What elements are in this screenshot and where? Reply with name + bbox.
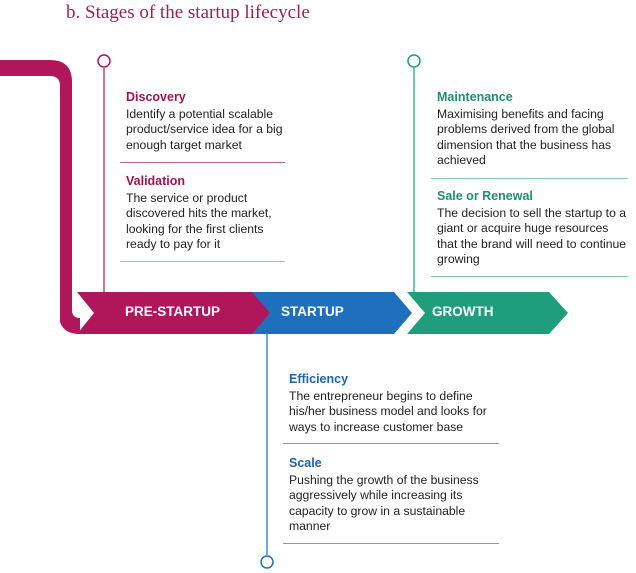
stage-label-startup: STARTUP bbox=[281, 304, 344, 319]
stage-label-pre-startup: PRE-STARTUP bbox=[125, 304, 221, 319]
sale-or-renewal-block: Sale or Renewal The decision to sell the… bbox=[437, 189, 627, 268]
stage-label-growth: GROWTH bbox=[432, 304, 494, 319]
divider bbox=[431, 276, 628, 277]
entry-band bbox=[0, 60, 80, 334]
arrow-startup bbox=[252, 292, 412, 334]
divider bbox=[283, 543, 499, 544]
divider bbox=[120, 261, 285, 262]
validation-block: Validation The service or product discov… bbox=[126, 174, 286, 253]
pre-startup-node-icon bbox=[97, 54, 111, 68]
scale-heading: Scale bbox=[289, 456, 322, 470]
validation-text: The service or product discovered hits t… bbox=[126, 190, 272, 252]
efficiency-block: Efficiency The entrepreneur begins to de… bbox=[289, 372, 494, 435]
diagram-title: b. Stages of the startup lifecycle bbox=[66, 2, 310, 23]
maintenance-text: Maximising benefits and facing problems … bbox=[437, 106, 615, 168]
startup-node-icon bbox=[260, 555, 274, 569]
validation-heading: Validation bbox=[126, 174, 186, 188]
discovery-block: Discovery Identify a potential scalable … bbox=[126, 90, 291, 153]
growth-node-icon bbox=[407, 54, 421, 68]
scale-block: Scale Pushing the growth of the business… bbox=[289, 456, 484, 535]
maintenance-block: Maintenance Maximising benefits and faci… bbox=[437, 90, 617, 169]
discovery-text: Identify a potential scalable product/se… bbox=[126, 106, 283, 152]
sale-or-renewal-text: The decision to sell the startup to a gi… bbox=[437, 205, 627, 267]
discovery-heading: Discovery bbox=[126, 90, 186, 104]
efficiency-heading: Efficiency bbox=[289, 372, 349, 386]
scale-text: Pushing the growth of the business aggre… bbox=[289, 472, 479, 534]
maintenance-heading: Maintenance bbox=[437, 90, 513, 104]
sale-or-renewal-heading: Sale or Renewal bbox=[437, 189, 533, 203]
divider bbox=[431, 178, 628, 179]
arrow-growth bbox=[407, 292, 568, 334]
efficiency-text: The entrepreneur begins to define his/he… bbox=[289, 388, 487, 434]
divider bbox=[283, 443, 499, 444]
divider bbox=[120, 162, 285, 163]
arrow-pre-startup bbox=[77, 292, 277, 334]
